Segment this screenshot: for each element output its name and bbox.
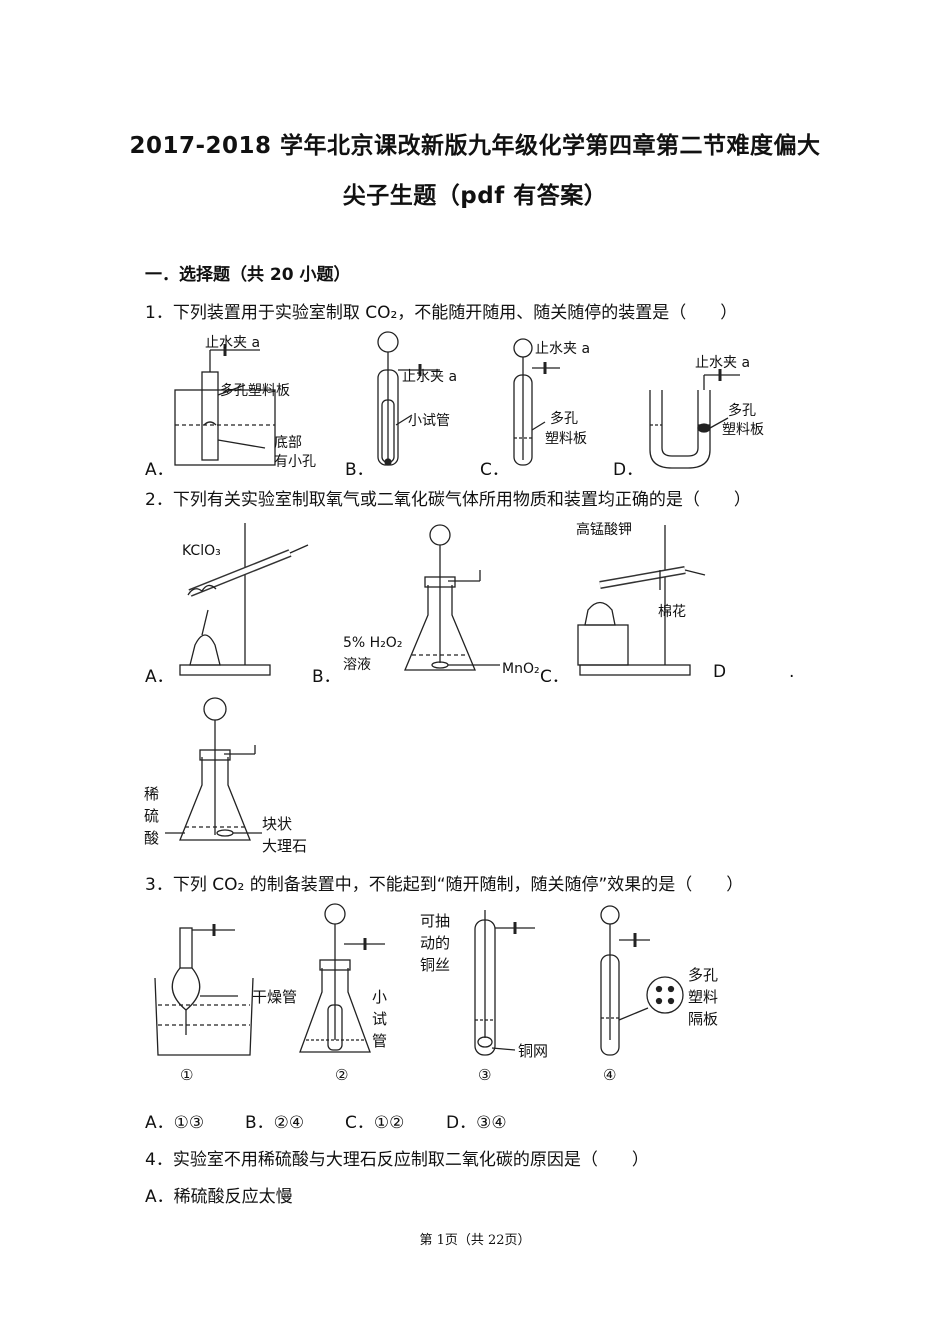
q3-choice-b: B．②④: [245, 1113, 305, 1133]
q3-dry-tube-label: 干燥管: [252, 988, 298, 1006]
q2-d-stone-label2: 大理石: [262, 837, 308, 855]
q2-stem: 2．下列有关实验室制取氧气或二氧化碳气体所用物质和装置均正确的是（ ）: [145, 490, 751, 510]
q3-choice-d: D．③④: [446, 1113, 507, 1133]
q3-wire-label3: 铜丝: [420, 956, 451, 974]
q2-d-acid-label1: 稀: [144, 785, 160, 803]
q3-apparatus-drawings: [154, 903, 684, 1056]
q2-b-h2o2-label1: 5% H₂O₂: [343, 635, 403, 651]
q1-c-plate-label1: 多孔: [550, 411, 578, 427]
q1-c-plate-label2: 塑料板: [545, 431, 587, 447]
q1-figures: 止水夹 a 多孔塑料板 底部 有小孔 止水夹 a 小试管 止水夹 a 多孔 塑料…: [140, 330, 800, 475]
q2-b-mno2-label: MnO₂: [502, 661, 540, 677]
q2-c-kmno4-label: 高锰酸钾: [576, 522, 632, 538]
q1-apparatus-drawings: [174, 331, 740, 469]
q2-d-stone-label1: 块状: [262, 815, 293, 833]
q2-d-acid-label3: 酸: [144, 829, 160, 847]
q1-option-b: B．: [345, 460, 374, 480]
q1-c-clip-label: 止水夹 a: [535, 341, 591, 357]
q2-option-a: A．: [145, 667, 174, 687]
q3-plate-label1: 多孔: [688, 966, 719, 984]
q1-d-clip-label: 止水夹 a: [695, 355, 751, 371]
q3-wire-label2: 动的: [420, 934, 451, 952]
q2-apparatus-drawings: [179, 523, 706, 676]
q3-plate-label2: 塑料: [688, 988, 719, 1006]
q2-option-d-period: .: [789, 662, 795, 682]
page-footer: 第 1页（共 22页）: [419, 1233, 531, 1248]
q2-option-d: D: [713, 662, 727, 682]
q1-b-tube-label: 小试管: [408, 413, 450, 429]
q1-a-bottom-label1: 底部: [274, 435, 302, 451]
q1-a-plate-label: 多孔塑料板: [220, 383, 290, 399]
q2-c-cotton-label: 棉花: [658, 604, 686, 620]
q3-figure-number-2: ②: [335, 1066, 349, 1084]
q3-choice-a: A．①③: [145, 1113, 205, 1133]
q3-small-tube-label1: 小: [372, 988, 388, 1006]
q1-stem: 1．下列装置用于实验室制取 CO₂，不能随开随用、随关随停的装置是（ ）: [145, 303, 738, 323]
q3-figure-number-4: ④: [603, 1066, 617, 1084]
q2-d-apparatus-drawing: [165, 697, 262, 841]
q4-stem: 4．实验室不用稀硫酸与大理石反应制取二氧化碳的原因是（ ）: [145, 1150, 649, 1170]
q2-figure-d: 稀 硫 酸 块状 大理石: [140, 695, 360, 860]
q3-plate-label3: 隔板: [688, 1010, 719, 1028]
q3-net-label: 铜网: [518, 1042, 549, 1060]
section-heading: 一．选择题（共 20 小题）: [145, 265, 351, 285]
q3-figure-number-1: ①: [180, 1066, 194, 1084]
q2-option-c: C．: [540, 667, 569, 687]
q1-a-bottom-label2: 有小孔: [274, 454, 316, 470]
q1-d-plate-label1: 多孔: [728, 403, 756, 419]
q1-option-d: D．: [613, 460, 644, 480]
q3-small-tube-label2: 试: [372, 1010, 388, 1028]
q3-choice-c: C．①②: [345, 1113, 405, 1133]
q1-b-clip-label: 止水夹 a: [402, 369, 458, 385]
q1-d-plate-label2: 塑料板: [722, 422, 764, 438]
q1-option-c: C．: [480, 460, 509, 480]
q1-a-clip-label: 止水夹 a: [205, 335, 261, 351]
q3-stem: 3．下列 CO₂ 的制备装置中，不能起到“随开随制，随关随停”效果的是（ ）: [145, 875, 744, 895]
q2-option-b: B．: [312, 667, 341, 687]
q2-b-h2o2-label2: 溶液: [343, 657, 371, 673]
q3-figures: 干燥管 小 试 管 可抽 动的 铜丝 铜网 多孔 塑料 隔板 ① ② ③ ④: [140, 900, 740, 1095]
document-title-line2: 尖子生题（pdf 有答案）: [342, 183, 608, 209]
document-title-line1: 2017-2018 学年北京课改新版九年级化学第四章第二节难度偏大: [129, 133, 821, 159]
q3-small-tube-label3: 管: [372, 1032, 388, 1050]
q4-option-a: A．稀硫酸反应太慢: [145, 1187, 293, 1207]
q2-a-chem-label: KClO₃: [182, 543, 221, 559]
q3-wire-label1: 可抽: [420, 912, 451, 930]
q2-d-acid-label2: 硫: [144, 807, 160, 825]
q2-figures-row1: KClO₃ 5% H₂O₂ 溶液 MnO₂ 高锰酸钾 棉花: [140, 515, 820, 685]
q3-figure-number-3: ③: [478, 1066, 492, 1084]
q1-option-a: A．: [145, 460, 174, 480]
